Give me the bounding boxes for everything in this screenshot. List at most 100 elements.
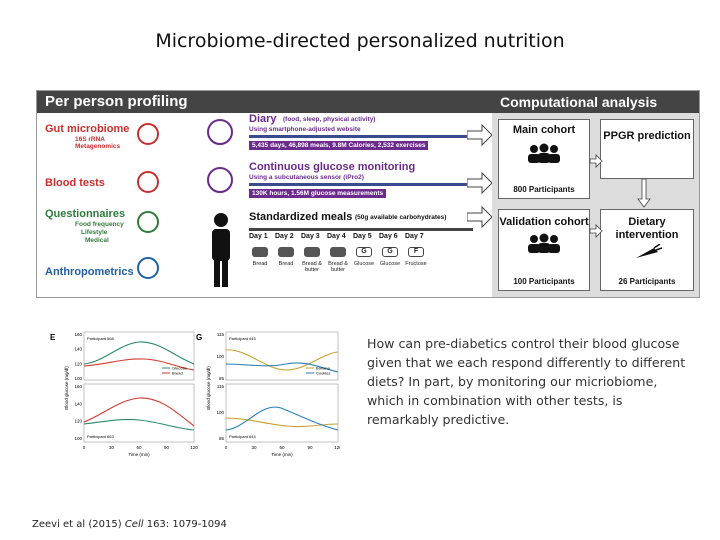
main-cohort-box: Main cohort 800 Participants <box>498 119 590 199</box>
x-tick-label: 30 <box>251 445 257 450</box>
glucose-curve-cookies <box>225 406 339 431</box>
y-tick-label: 115 <box>217 332 225 337</box>
meal-label: Bread & butter <box>302 261 322 273</box>
bacteria-icon <box>137 123 159 145</box>
lane-cgm-sub: Using a subcutaneous sensor (iPro2) <box>249 174 364 181</box>
meal-day-label: Day 7 <box>405 233 424 240</box>
meal-label: Bread <box>252 261 268 267</box>
lane-diary-note: (food, sleep, physical activity) <box>283 116 376 123</box>
computational-analysis-header: Computational analysis <box>492 91 699 113</box>
sugar-box-icon: G <box>382 247 398 257</box>
meal-day-label: Day 6 <box>379 233 398 240</box>
category-questionnaires: Questionnaires <box>45 208 126 220</box>
legend-label: Bread <box>172 371 183 376</box>
category-q-sub-1: Food frequency <box>75 221 124 228</box>
glucose-curve-banana <box>225 417 339 428</box>
category-gut-microbiome: Gut microbiome <box>45 123 130 135</box>
diary-arrow <box>249 135 473 138</box>
lane-meals-title: Standardized meals <box>249 211 353 223</box>
lane-cgm-title: Continuous glucose monitoring <box>249 161 416 173</box>
lane-meals-note: (50g available carbohydrates) <box>355 214 447 221</box>
meal-day-label: Day 3 <box>301 233 320 240</box>
legend-label: Banana <box>316 366 331 371</box>
computational-analysis-panel: Computational analysis Main cohort 800 P… <box>492 91 699 297</box>
main-cohort-label: Main cohort <box>512 124 576 136</box>
participant-label: Participant 663 <box>87 434 114 439</box>
lane-diary-sub: Using smartphone-adjusted website <box>249 126 361 133</box>
category-gut-sub-1: 16S rRNA <box>75 136 105 143</box>
y-tick-label: 85 <box>219 376 225 381</box>
person-icon <box>212 213 230 287</box>
study-design-figure: Per person profiling Gut microbiome 16S … <box>36 90 700 298</box>
y-tick-label: 160 <box>74 332 82 337</box>
y-axis-label: Blood glucose (mg/dl) <box>64 366 69 410</box>
legend-label: Cookies <box>316 371 330 376</box>
checklist-icon <box>137 211 159 233</box>
participant-label: Participant 568 <box>87 336 114 341</box>
glucose-curve-bread <box>83 358 195 371</box>
meal-label: Glucose <box>379 261 401 267</box>
plot-frame <box>83 383 195 443</box>
bread-icon <box>252 247 268 257</box>
validation-cohort-box: Validation cohort 100 Participants <box>498 209 590 291</box>
x-tick-label: 90 <box>164 445 170 450</box>
dietary-intervention-count: 26 Participants <box>618 277 676 286</box>
sugar-box-icon: F <box>408 247 424 257</box>
sugar-box-icon: G <box>356 247 372 257</box>
slide-title: Microbiome-directed personalized nutriti… <box>155 30 565 52</box>
group-icon <box>528 143 560 163</box>
x-tick-label: 0 <box>83 445 86 450</box>
meal-label: Bread & butter <box>328 261 348 273</box>
x-tick-label: 30 <box>109 445 115 450</box>
per-person-profiling-header: Per person profiling <box>37 91 492 113</box>
meal-day-label: Day 5 <box>353 233 372 240</box>
meal-day-label: Day 2 <box>275 233 294 240</box>
y-tick-label: 100 <box>74 376 82 381</box>
measuring-tape-icon <box>137 257 159 279</box>
citation-volume: 163 <box>146 519 166 530</box>
meals-arrow <box>249 228 473 231</box>
y-tick-label: 120 <box>74 361 82 366</box>
smartphone-icon <box>207 119 233 145</box>
x-tick-label: 90 <box>307 445 313 450</box>
glucose-sensor-icon <box>207 167 233 193</box>
plot-frame <box>83 331 195 381</box>
y-tick-label: 120 <box>74 419 82 424</box>
lane-diary-title: Diary <box>249 113 277 125</box>
validation-cohort-label: Validation cohort <box>499 216 589 228</box>
glucose-curve-cookies <box>225 362 339 373</box>
dietary-intervention-label: Dietary intervention <box>615 216 679 241</box>
participant-label: Participant 445 <box>229 336 256 341</box>
participant-label: Participant 644 <box>229 434 256 439</box>
category-anthropometrics: Anthropometrics <box>45 266 134 278</box>
glucose-curve-glucose <box>83 341 195 365</box>
bread-icon <box>330 247 346 257</box>
panel-label-e: E <box>50 333 56 342</box>
ppgr-prediction-box: PPGR prediction <box>600 119 694 179</box>
x-axis-label: Time (min) <box>128 452 150 457</box>
per-person-profiling-panel: Per person profiling Gut microbiome 16S … <box>37 91 492 297</box>
meal-label: Fructose <box>405 261 427 267</box>
meal-label: Bread <box>278 261 294 267</box>
blood-test-icon <box>137 171 159 193</box>
main-cohort-count: 800 Participants <box>513 185 575 194</box>
x-tick-label: 60 <box>136 445 142 450</box>
y-tick-label: 85 <box>219 436 225 441</box>
category-gut-sub-2: Metagenomics <box>75 143 121 150</box>
y-tick-label: 140 <box>74 347 82 352</box>
bread-icon <box>304 247 320 257</box>
meal-label: Glucose <box>353 261 375 267</box>
y-axis-label: Blood glucose (mg/dl) <box>206 366 211 410</box>
carrot-icon <box>636 243 663 258</box>
y-tick-label: 100 <box>216 410 224 415</box>
x-tick-label: 60 <box>279 445 285 450</box>
panel-label-g: G <box>196 333 202 342</box>
group-icon <box>528 233 560 253</box>
analysis-arrows <box>589 154 651 238</box>
citation-journal: Cell <box>124 519 144 530</box>
citation-authors: Zeevi et al (2015) <box>32 519 122 530</box>
x-tick-label: 120 <box>334 445 340 450</box>
dietary-intervention-box: Dietary intervention 26 Participants <box>600 209 694 291</box>
flow-arrows <box>467 123 492 229</box>
